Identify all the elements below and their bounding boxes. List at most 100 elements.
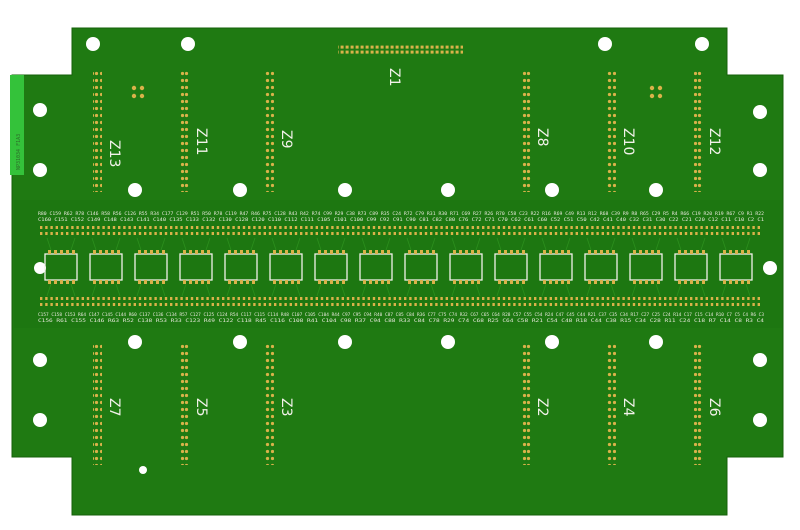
smd-pad (222, 226, 225, 229)
smd-pad (211, 232, 214, 235)
smd-pad (684, 232, 688, 235)
smd-pad (549, 232, 552, 235)
smd-pad (97, 226, 100, 229)
ic-footprint (674, 237, 708, 297)
smd-pad (617, 303, 620, 306)
smd-pad (653, 303, 656, 306)
smd-pad (92, 226, 95, 229)
zone-label: Z6 (706, 398, 722, 417)
smd-pad (170, 226, 173, 229)
smd-pad (118, 297, 121, 300)
smd-pad-strips (40, 226, 760, 306)
smd-pad (700, 232, 703, 235)
smd-pad (97, 297, 100, 300)
smd-pad (513, 226, 516, 229)
smd-pad (185, 226, 188, 229)
smd-pad (60, 297, 64, 300)
smd-pad (742, 297, 745, 300)
smd-pad (435, 232, 438, 235)
smd-pad (346, 303, 350, 306)
smd-pad (721, 297, 724, 300)
smd-pad (383, 297, 386, 300)
smd-pad (435, 297, 438, 300)
smd-pad (196, 232, 199, 235)
smd-pad (664, 303, 667, 306)
smd-pad (196, 297, 199, 300)
smd-pad (50, 303, 53, 306)
smd-pad (154, 226, 157, 229)
smd-pad (596, 297, 599, 300)
smd-pad (227, 303, 230, 306)
smd-pad (40, 232, 43, 235)
smd-pad (45, 303, 48, 306)
smd-pad (700, 297, 703, 300)
smd-pad (575, 303, 578, 306)
smd-pad (383, 232, 386, 235)
smd-pad (591, 297, 594, 300)
smd-pad (398, 226, 402, 229)
smd-pad (430, 226, 433, 229)
smd-pad (170, 303, 173, 306)
smd-pad (357, 226, 360, 229)
smd-pad (575, 226, 578, 229)
smd-pad (419, 297, 422, 300)
smd-pad (102, 297, 105, 300)
smd-pad (201, 232, 204, 235)
smd-pad (586, 303, 589, 306)
smd-pad (378, 303, 381, 306)
smd-pad (450, 303, 454, 306)
smd-pad (164, 226, 168, 229)
smd-pad (201, 303, 204, 306)
smd-pad (50, 232, 53, 235)
smd-pad (476, 232, 480, 235)
ic-footprint (629, 237, 663, 297)
smd-pad (320, 297, 324, 300)
smd-pad (242, 226, 246, 229)
ic-footprint (89, 237, 123, 297)
smd-pad (497, 303, 500, 306)
smd-pad (274, 232, 277, 235)
smd-pad (508, 297, 511, 300)
smd-pad (726, 226, 729, 229)
smd-pad (658, 232, 662, 235)
zone-label: Z11 (193, 128, 209, 155)
smd-pad (201, 226, 204, 229)
smd-pad (450, 297, 454, 300)
smd-pad (206, 297, 209, 300)
smd-pad (752, 226, 755, 229)
smd-pad (716, 297, 719, 300)
smd-pad (196, 226, 199, 229)
smd-pad (518, 303, 521, 306)
smd-pad (357, 303, 360, 306)
smd-pad (232, 303, 235, 306)
smd-pad (591, 232, 594, 235)
smd-pad (107, 303, 110, 306)
smd-pad (294, 232, 298, 235)
smd-pad (674, 232, 677, 235)
smd-pad (341, 303, 344, 306)
smd-pad (523, 297, 526, 300)
smd-pad (560, 303, 563, 306)
smd-pad (388, 232, 391, 235)
smd-pad (315, 303, 318, 306)
smd-pad (92, 303, 95, 306)
zone-label: Z9 (278, 130, 294, 149)
smd-pad (601, 303, 604, 306)
smd-pad (378, 226, 381, 229)
smd-pad (310, 226, 313, 229)
smd-pad (518, 226, 521, 229)
smd-pad (570, 226, 573, 229)
smd-pad (71, 303, 74, 306)
smd-pad (144, 303, 147, 306)
smd-pad (190, 232, 194, 235)
smd-pad (138, 232, 142, 235)
smd-pad (362, 303, 365, 306)
smd-pad (601, 297, 604, 300)
smd-pad (518, 297, 521, 300)
smd-pad (549, 226, 552, 229)
smd-pad (128, 303, 131, 306)
smd-pad (502, 232, 506, 235)
smd-pad (138, 226, 142, 229)
smd-pad (211, 297, 214, 300)
